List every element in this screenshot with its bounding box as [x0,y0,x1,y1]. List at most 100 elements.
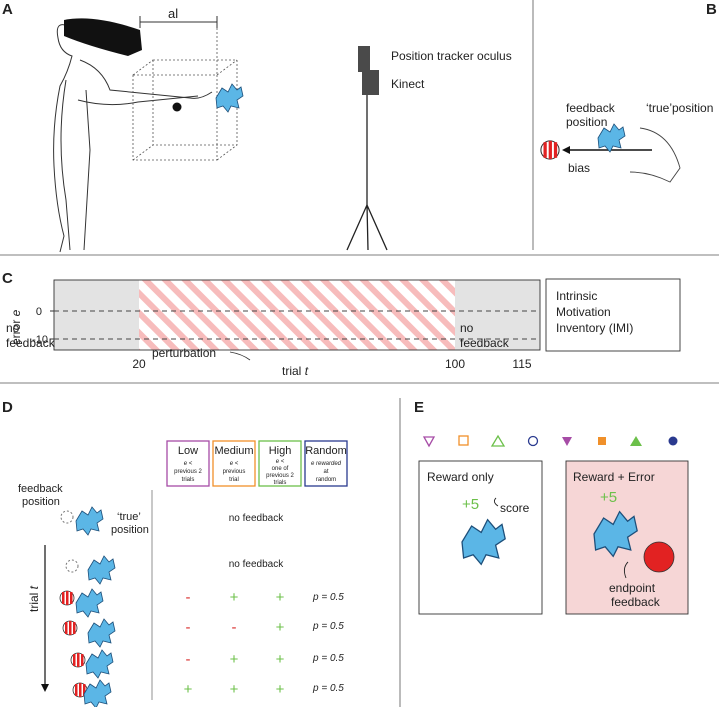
feedback-label-1: feedback [566,101,616,115]
no-feedback-ball-2 [65,559,79,573]
glove-outline [629,127,681,183]
true-position-label-2: position [111,524,149,536]
circle-open-icon [527,435,539,447]
group-medium-l1: e < [230,461,239,467]
panel-letter-e: E [414,399,424,416]
square-open-icon [458,435,469,446]
hand-icon [87,555,116,585]
trial-arrowhead [41,684,49,692]
no-feedback-1b: feedback [6,336,56,350]
panel-d: D Low e < previous 2 trials Medium e < p… [2,399,348,707]
triangle-down-filled-icon [562,437,572,446]
row4-medium-sign: + [230,681,239,698]
x-axis-label: trial t [282,364,309,378]
group-high-l1: e < [276,459,285,465]
group-high-name: High [269,445,292,457]
score-value-2: +5 [600,489,617,506]
row3-low-sign: - [186,651,191,668]
hand-icon [215,83,244,113]
group-low-name: Low [178,445,198,457]
triangle-up-open-icon [490,434,506,447]
panel-a: A al Position tracker oculus [2,1,512,253]
group-random-box [304,440,348,487]
group-high: High e < one of previous 2 trials [258,440,302,487]
row2-low-sign: - [186,619,191,636]
imi-line-2: Motivation [556,305,611,319]
hand-icon [83,679,112,707]
group-low-l2: previous 2 [174,469,202,475]
endpoint-label-2: feedback [611,595,661,609]
group-low-l3: trials [182,477,195,483]
panel-e: E Reward only +5 score Reward + Error +5… [414,399,689,615]
feedback-ball-icon [70,652,86,668]
group-random-name: Random [305,445,347,457]
endpoint-arrow [623,561,629,579]
perturbation-label: perturbation [152,346,216,360]
imi-box [545,278,681,352]
tracker-label: Position tracker oculus [391,49,512,63]
al-label: al [168,6,178,21]
row1-p: p = 0.5 [312,592,344,603]
group-high-box [258,440,302,487]
xtick-label-100: 100 [445,357,465,371]
perturbation-region [139,280,455,350]
group-high-l2: one of [272,466,289,472]
group-medium-l3: trial [229,477,239,483]
y-axis-label: error e [9,309,23,345]
group-medium-name: Medium [214,445,253,457]
hand-icon [75,588,104,618]
xtick-label-20: 20 [132,357,146,371]
row4-high-sign: + [276,681,285,698]
score-arrow [493,497,499,507]
endpoint-feedback-circle [643,541,675,573]
feedback-position-label-1: feedback [18,483,63,495]
group-low-box [166,440,210,487]
score-label: score [500,501,530,515]
oculus-tracker [358,46,370,72]
kinect-label: Kinect [391,77,425,91]
reward-only-title: Reward only [427,470,494,484]
score-value-1: +5 [462,496,479,513]
hand-icon [87,618,116,648]
tracker-marker [172,102,182,112]
reward-error-title: Reward + Error [573,470,655,484]
true-position-label: ‘true’position [646,101,713,115]
group-high-l4: trials [274,480,287,486]
square-filled-icon [598,437,606,445]
row2-p: p = 0.5 [312,621,344,632]
group-random-l3: random [316,477,336,483]
feedback-position-label-2: position [22,496,60,508]
group-low-l1: e < [184,461,193,467]
bias-label: bias [568,161,590,175]
no-feedback-ball-1 [60,510,74,524]
panel-letter-a: A [2,1,13,18]
group-high-l3: previous 2 [266,473,294,479]
group-medium-box [212,440,256,487]
tripod-legs [346,204,388,251]
panel-b: B feedback position ‘true’position bias [540,1,717,183]
no-feedback-region-2 [455,280,540,350]
row1-high-sign: + [276,589,285,606]
group-low: Low e < previous 2 trials [166,440,210,487]
feedback-ball-icon [540,140,560,160]
feedback-ball-icon [59,590,75,606]
panel-c: C 0 -10 error e no feedback perturbation… [2,270,681,378]
imi-line-1: Intrinsic [556,289,597,303]
panel-letter-c: C [2,270,13,287]
imi-line-3: Inventory (IMI) [556,321,633,335]
row3-medium-sign: + [230,651,239,668]
no-feedback-2b: feedback [460,336,510,350]
group-random-l1: e rewarded [311,461,342,467]
trial-axis-text: trial t [27,585,41,612]
hand-icon [85,649,114,679]
kinect-sensor [362,70,379,95]
vr-headset [64,18,142,56]
bias-arrowhead [562,146,570,154]
no-feedback-row-2: no feedback [229,559,284,570]
ytick-label-minus10: -10 [32,334,48,346]
person-illustration [53,24,213,253]
feedback-ball-icon [62,620,78,636]
ytick-label-0: 0 [36,306,42,318]
row1-low-sign: - [186,589,191,606]
